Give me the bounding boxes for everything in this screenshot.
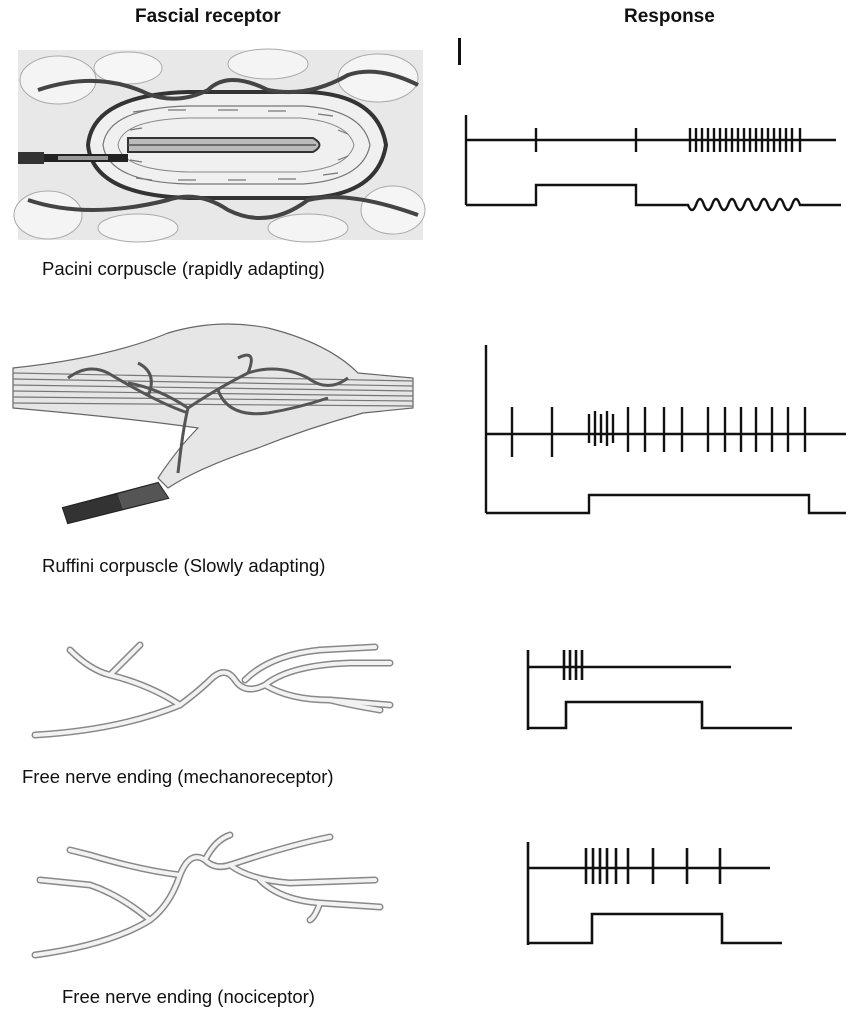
- mechanoreceptor-nerve-ending-illustration: [30, 625, 410, 745]
- header-response: Response: [624, 6, 715, 28]
- scale-bar: [458, 38, 461, 65]
- caption-pacini: Pacini corpuscle (rapidly adapting): [42, 258, 325, 280]
- caption-mechanoreceptor: Free nerve ending (mechanoreceptor): [22, 766, 334, 788]
- pacini-corpuscle-illustration: [18, 50, 423, 240]
- nociceptor-nerve-ending-illustration: [30, 825, 410, 965]
- header-fascial-receptor: Fascial receptor: [135, 6, 281, 28]
- caption-ruffini: Ruffini corpuscle (Slowly adapting): [42, 555, 325, 577]
- nociceptor-response-trace: [526, 840, 791, 950]
- ruffini-corpuscle-illustration: [8, 318, 418, 533]
- caption-nociceptor: Free nerve ending (nociceptor): [62, 986, 315, 1008]
- ruffini-response-trace: [484, 345, 849, 520]
- pacini-response-trace: [466, 115, 846, 215]
- mechanoreceptor-response-trace: [526, 645, 796, 735]
